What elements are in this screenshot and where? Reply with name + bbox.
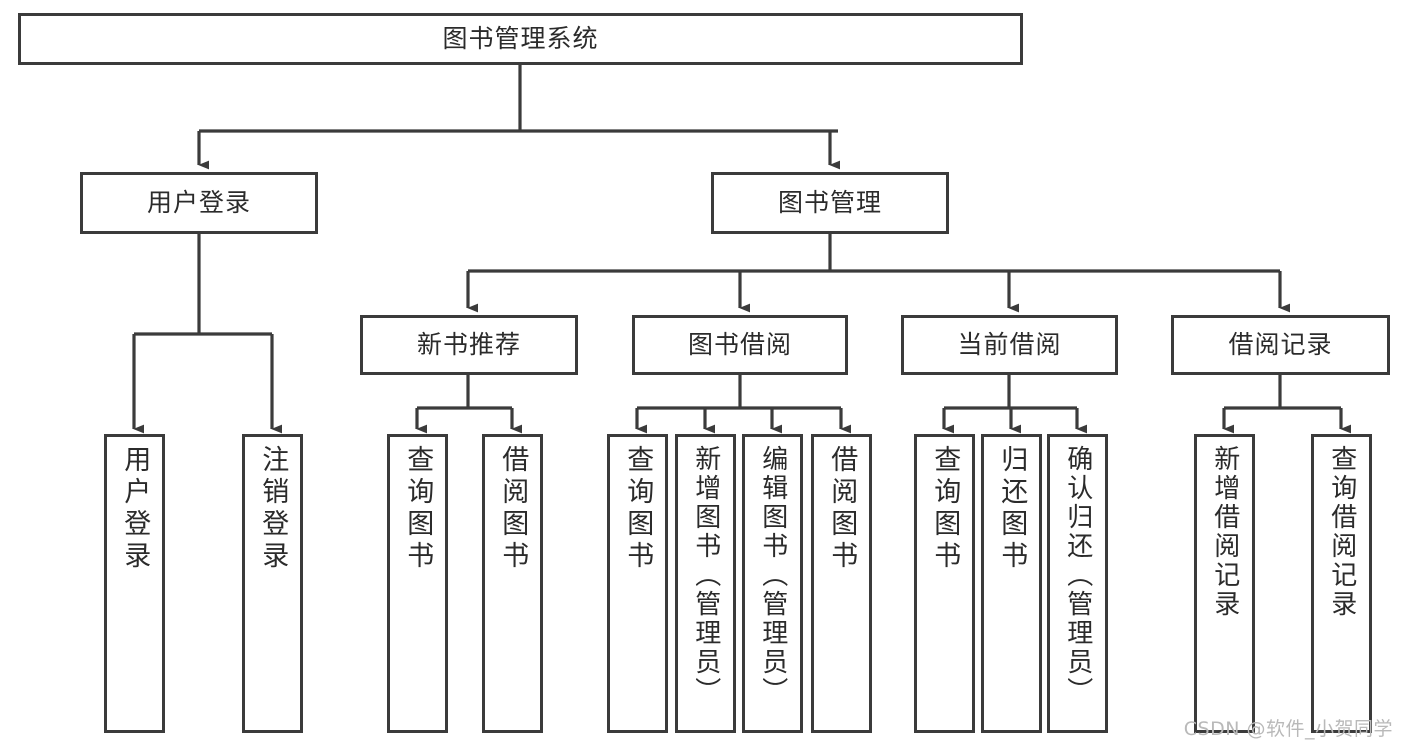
leaf-label: 查询借阅记录 <box>1326 445 1357 619</box>
leaf-label: 查询图书 <box>402 445 434 573</box>
leaf-label: 查询图书 <box>622 445 654 573</box>
node-label: 当前借阅 <box>957 329 1062 359</box>
leaf-user-login[interactable]: 用户登录 <box>104 434 165 733</box>
leaf-label: 归还图书 <box>996 445 1028 573</box>
leaf-query-book-current[interactable]: 查询图书 <box>914 434 975 733</box>
leaf-confirm-return-admin[interactable]: 确认归还（管理员） <box>1047 434 1108 733</box>
leaf-label: 新增借阅记录 <box>1209 445 1240 619</box>
leaf-add-book-admin[interactable]: 新增图书（管理员） <box>675 434 736 733</box>
leaf-label: 借阅图书 <box>826 445 858 573</box>
node-label: 图书管理系统 <box>442 23 599 53</box>
leaf-query-book-new[interactable]: 查询图书 <box>387 434 448 733</box>
leaf-label: 新增图书（管理员） <box>690 445 721 706</box>
leaf-label: 编辑图书（管理员） <box>757 445 788 706</box>
leaf-query-book-borrow[interactable]: 查询图书 <box>607 434 668 733</box>
leaf-label: 查询图书 <box>929 445 961 573</box>
leaf-query-borrow-record[interactable]: 查询借阅记录 <box>1311 434 1372 733</box>
leaf-label: 注销登录 <box>257 445 289 573</box>
node-book-borrow[interactable]: 图书借阅 <box>632 315 848 375</box>
node-label: 图书借阅 <box>687 329 792 359</box>
node-current-borrow[interactable]: 当前借阅 <box>901 315 1118 375</box>
leaf-label: 借阅图书 <box>497 445 529 573</box>
node-root-library-management-system[interactable]: 图书管理系统 <box>18 13 1023 65</box>
leaf-edit-book-admin[interactable]: 编辑图书（管理员） <box>742 434 803 733</box>
leaf-logout[interactable]: 注销登录 <box>242 434 303 733</box>
leaf-borrow-book-new[interactable]: 借阅图书 <box>482 434 543 733</box>
node-user-login[interactable]: 用户登录 <box>80 172 318 234</box>
leaf-add-borrow-record[interactable]: 新增借阅记录 <box>1194 434 1255 733</box>
node-new-book-recommend[interactable]: 新书推荐 <box>360 315 578 375</box>
node-label: 图书管理 <box>777 187 882 217</box>
leaf-label: 确认归还（管理员） <box>1062 445 1093 706</box>
leaf-borrow-book[interactable]: 借阅图书 <box>811 434 872 733</box>
node-label: 用户登录 <box>146 187 251 217</box>
node-book-management[interactable]: 图书管理 <box>711 172 949 234</box>
node-label: 新书推荐 <box>416 329 521 359</box>
node-borrow-record[interactable]: 借阅记录 <box>1171 315 1390 375</box>
leaf-return-book[interactable]: 归还图书 <box>981 434 1042 733</box>
leaf-label: 用户登录 <box>119 445 151 573</box>
node-label: 借阅记录 <box>1228 329 1333 359</box>
